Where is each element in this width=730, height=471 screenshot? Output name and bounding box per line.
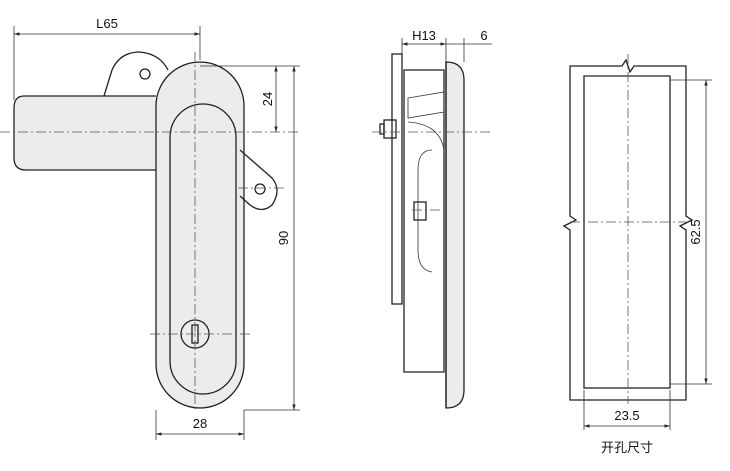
dim-side-h: H13 xyxy=(412,28,436,43)
side-cover xyxy=(445,61,465,409)
dim-handle-length: L65 xyxy=(96,16,118,31)
front-view: L65 24 90 28 xyxy=(0,16,300,440)
cutout-opening xyxy=(583,75,671,389)
side-tab-hole xyxy=(254,183,266,195)
side-tab xyxy=(239,149,278,211)
lock-body xyxy=(155,61,245,409)
side-nut-top xyxy=(383,119,397,139)
dim-cutout-width: 23.5 xyxy=(614,408,639,423)
lock-face xyxy=(169,103,237,395)
dim-body-height: 90 xyxy=(276,231,291,245)
dim-body-width: 28 xyxy=(193,416,207,431)
cutout-caption: 开孔尺寸 xyxy=(601,440,653,455)
lever-tab-hole xyxy=(139,68,151,80)
side-view: H13 6 xyxy=(372,28,492,409)
side-housing xyxy=(403,69,445,373)
lever-tab xyxy=(103,51,169,97)
cutout-view: 62.5 23.5 开孔尺寸 xyxy=(562,54,712,455)
dim-cutout-height: 62.5 xyxy=(688,219,703,244)
handle-lever xyxy=(13,95,156,171)
dim-side-thickness: 6 xyxy=(480,28,487,43)
mounting-plate xyxy=(391,53,403,305)
cutout-frame xyxy=(562,58,694,401)
side-nut-mid xyxy=(413,201,427,221)
dim-pivot-offset: 24 xyxy=(260,92,275,106)
